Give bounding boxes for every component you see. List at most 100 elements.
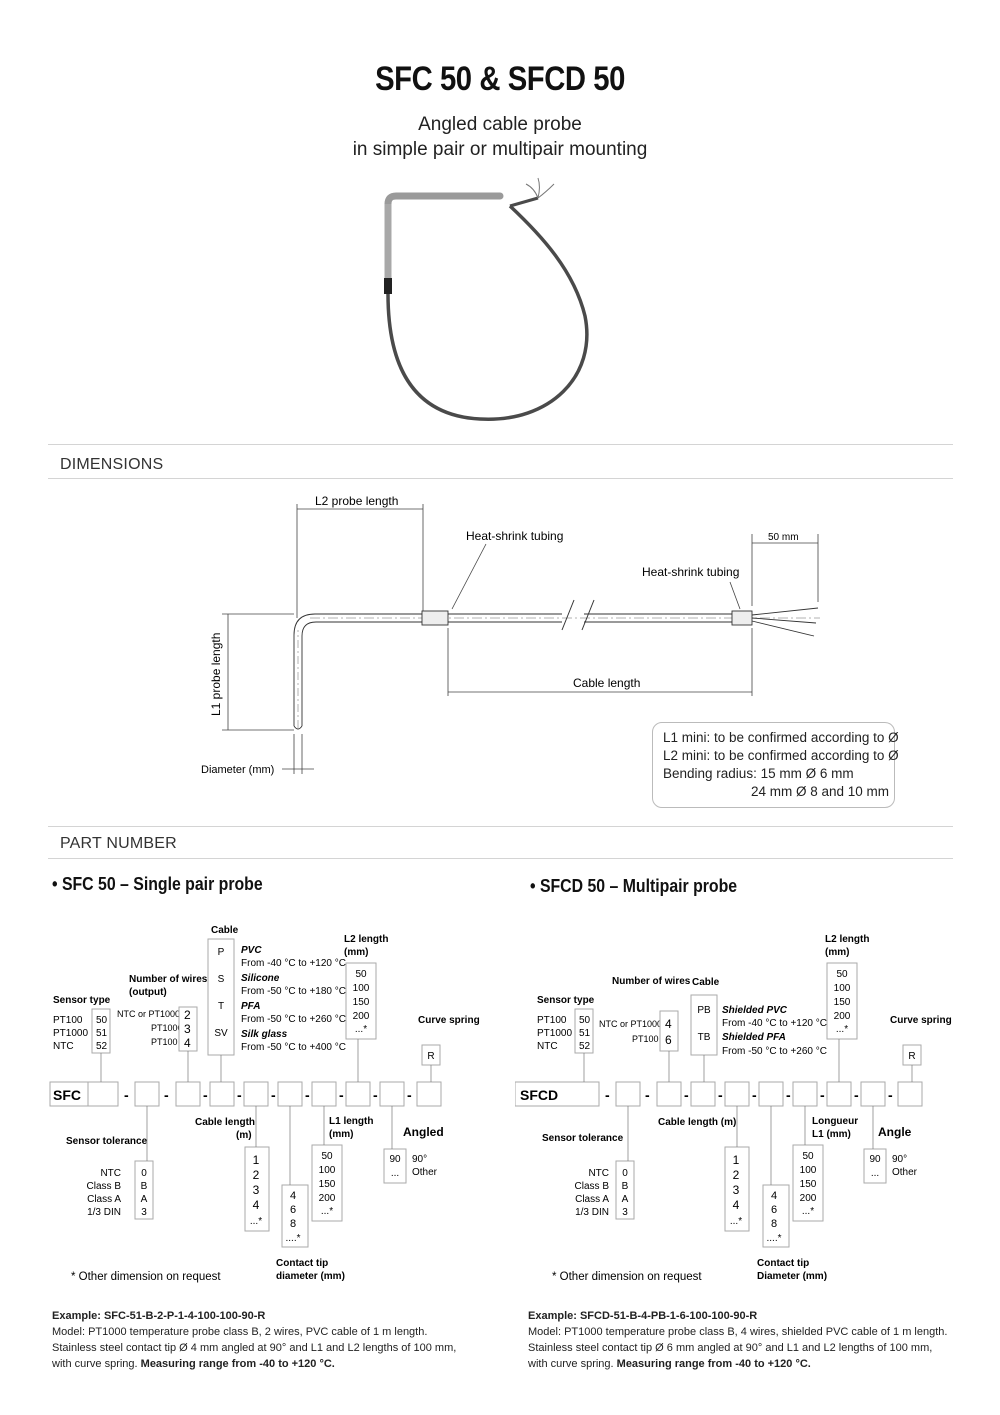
tolerance-code-box: [615, 1160, 635, 1220]
cable-code: PB: [697, 1005, 711, 1016]
cable-code: TB: [698, 1032, 711, 1043]
tolerance-name: Class B: [575, 1181, 610, 1192]
cable-length-label: Cable length: [573, 676, 640, 690]
contact-value: 8: [290, 1218, 296, 1230]
sfcd-code: SFCD: [520, 1087, 558, 1103]
cable-length-value: ...*: [730, 1216, 742, 1227]
l2-value: 50: [355, 969, 367, 980]
l2-value: 150: [834, 997, 851, 1008]
wires-code: 2: [184, 1008, 191, 1022]
cable-length-label: Cable length (m): [658, 1117, 736, 1128]
wires-type: NTC or PT1000: [599, 1019, 662, 1029]
divider: [48, 444, 953, 445]
heat-shrink-1: [421, 610, 449, 626]
cable-name: PFA: [241, 1001, 260, 1012]
tolerance-name: 1/3 DIN: [575, 1207, 609, 1218]
contact-value: 6: [771, 1204, 777, 1216]
wires-label: Number of wires: [129, 974, 208, 985]
tolerance-name: Class B: [87, 1181, 122, 1192]
svg-text:-: -: [888, 1087, 893, 1103]
cable-code: SV: [214, 1028, 228, 1039]
cable-label: Cable: [211, 925, 239, 936]
cable-length-box: [244, 1146, 270, 1232]
cable-name: Silicone: [241, 973, 280, 984]
l2-values-box: [345, 962, 377, 1040]
tolerance-label: Sensor tolerance: [542, 1133, 624, 1144]
svg-text:-: -: [752, 1087, 757, 1103]
code-box-contact: [758, 1081, 784, 1107]
svg-text:-: -: [786, 1087, 791, 1103]
code-box-tolerance: [134, 1081, 160, 1107]
note-line: 24 mm Ø 8 and 10 mm: [751, 784, 890, 799]
contact-value: 8: [771, 1218, 777, 1230]
code-box-angle: [379, 1081, 405, 1107]
code-box: [49, 1081, 89, 1107]
code-box-wires: [656, 1081, 682, 1107]
probe-tube-top: [384, 192, 504, 208]
code-box-l2: [345, 1081, 371, 1107]
l1-value: ...*: [321, 1206, 333, 1217]
example-text: Model: PT1000 temperature probe class B,…: [52, 1326, 457, 1370]
angled-label: Angle: [878, 1125, 912, 1139]
note-line: L1 mini: to be confirmed according to Ø: [663, 730, 899, 745]
heat-shrink-label-1: Heat-shrink tubing: [466, 529, 563, 543]
section-part-number: PART NUMBER: [60, 835, 177, 852]
leader: [729, 581, 741, 610]
tolerance-code: 3: [141, 1207, 147, 1218]
sfcd-heading: • SFCD 50 – Multipair probe: [530, 876, 738, 896]
wires-type: NTC or PT1000: [117, 1009, 180, 1019]
tolerance-name: NTC: [588, 1168, 609, 1179]
page-title: SFC 50 & SFCD 50: [375, 60, 625, 98]
cable-length-value: 2: [733, 1168, 740, 1182]
wires-code: 4: [665, 1017, 672, 1031]
angle-name: 90°: [892, 1154, 907, 1165]
subtitle-line-2: in simple pair or multipair mounting: [352, 139, 648, 160]
cable-name: Shielded PFA: [722, 1032, 786, 1043]
heat-shrink-2: [731, 610, 753, 626]
svg-text:-: -: [645, 1087, 650, 1103]
cable-length-value: ...*: [250, 1216, 262, 1227]
svg-text:-: -: [339, 1087, 344, 1103]
angle-value: ...: [871, 1168, 879, 1179]
cable-code: P: [218, 947, 225, 958]
contact-label: diameter (mm): [276, 1271, 345, 1282]
divider: [48, 478, 953, 479]
sensor-type-item: PT1000: [537, 1028, 572, 1039]
tolerance-code: 3: [622, 1207, 628, 1218]
angle-name: Other: [892, 1167, 918, 1178]
tolerance-code: B: [141, 1181, 148, 1192]
curve-code: R: [427, 1051, 434, 1062]
svg-text:-: -: [203, 1087, 208, 1103]
section-dimensions: DIMENSIONS: [60, 456, 164, 473]
l1-length-label: L1 (mm): [812, 1129, 851, 1140]
l1-value: 50: [802, 1151, 814, 1162]
l2-value: 50: [836, 969, 848, 980]
l1-values-box: [311, 1144, 343, 1222]
angle-value: 90: [389, 1154, 401, 1165]
footnote: * Other dimension on request: [71, 1271, 221, 1283]
l2-length-label: (mm): [825, 947, 849, 958]
cable-length-value: 4: [253, 1198, 260, 1212]
footnote: * Other dimension on request: [552, 1271, 702, 1283]
example-range: Measuring range from -40 to +120 °C.: [616, 1358, 811, 1370]
contact-value: 6: [290, 1204, 296, 1216]
contact-box: [281, 1184, 309, 1248]
code-box-curve: [897, 1081, 923, 1107]
l1-value: 100: [800, 1165, 817, 1176]
l2-value: 100: [353, 983, 370, 994]
angle-name: 90°: [412, 1154, 427, 1165]
notes-box: L1 mini: to be confirmed according to Ø …: [652, 722, 899, 808]
angle-name: Other: [412, 1167, 438, 1178]
example-text: Model: PT1000 temperature probe class B,…: [528, 1326, 948, 1370]
l1-value: 50: [321, 1151, 333, 1162]
cable-range: From -50 °C to +260 °C: [722, 1046, 827, 1057]
tolerance-name: NTC: [100, 1168, 121, 1179]
example-range: Measuring range from -40 to +120 °C.: [140, 1358, 335, 1370]
svg-text:-: -: [164, 1087, 169, 1103]
break-mark: [561, 599, 575, 631]
tolerance-code: 0: [622, 1168, 628, 1179]
cable-range: From -50 °C to +260 °C: [241, 1014, 346, 1025]
angle-code-box: [383, 1148, 407, 1184]
l1-value: ...*: [802, 1206, 814, 1217]
l2-length-label: L2 length: [344, 934, 388, 945]
